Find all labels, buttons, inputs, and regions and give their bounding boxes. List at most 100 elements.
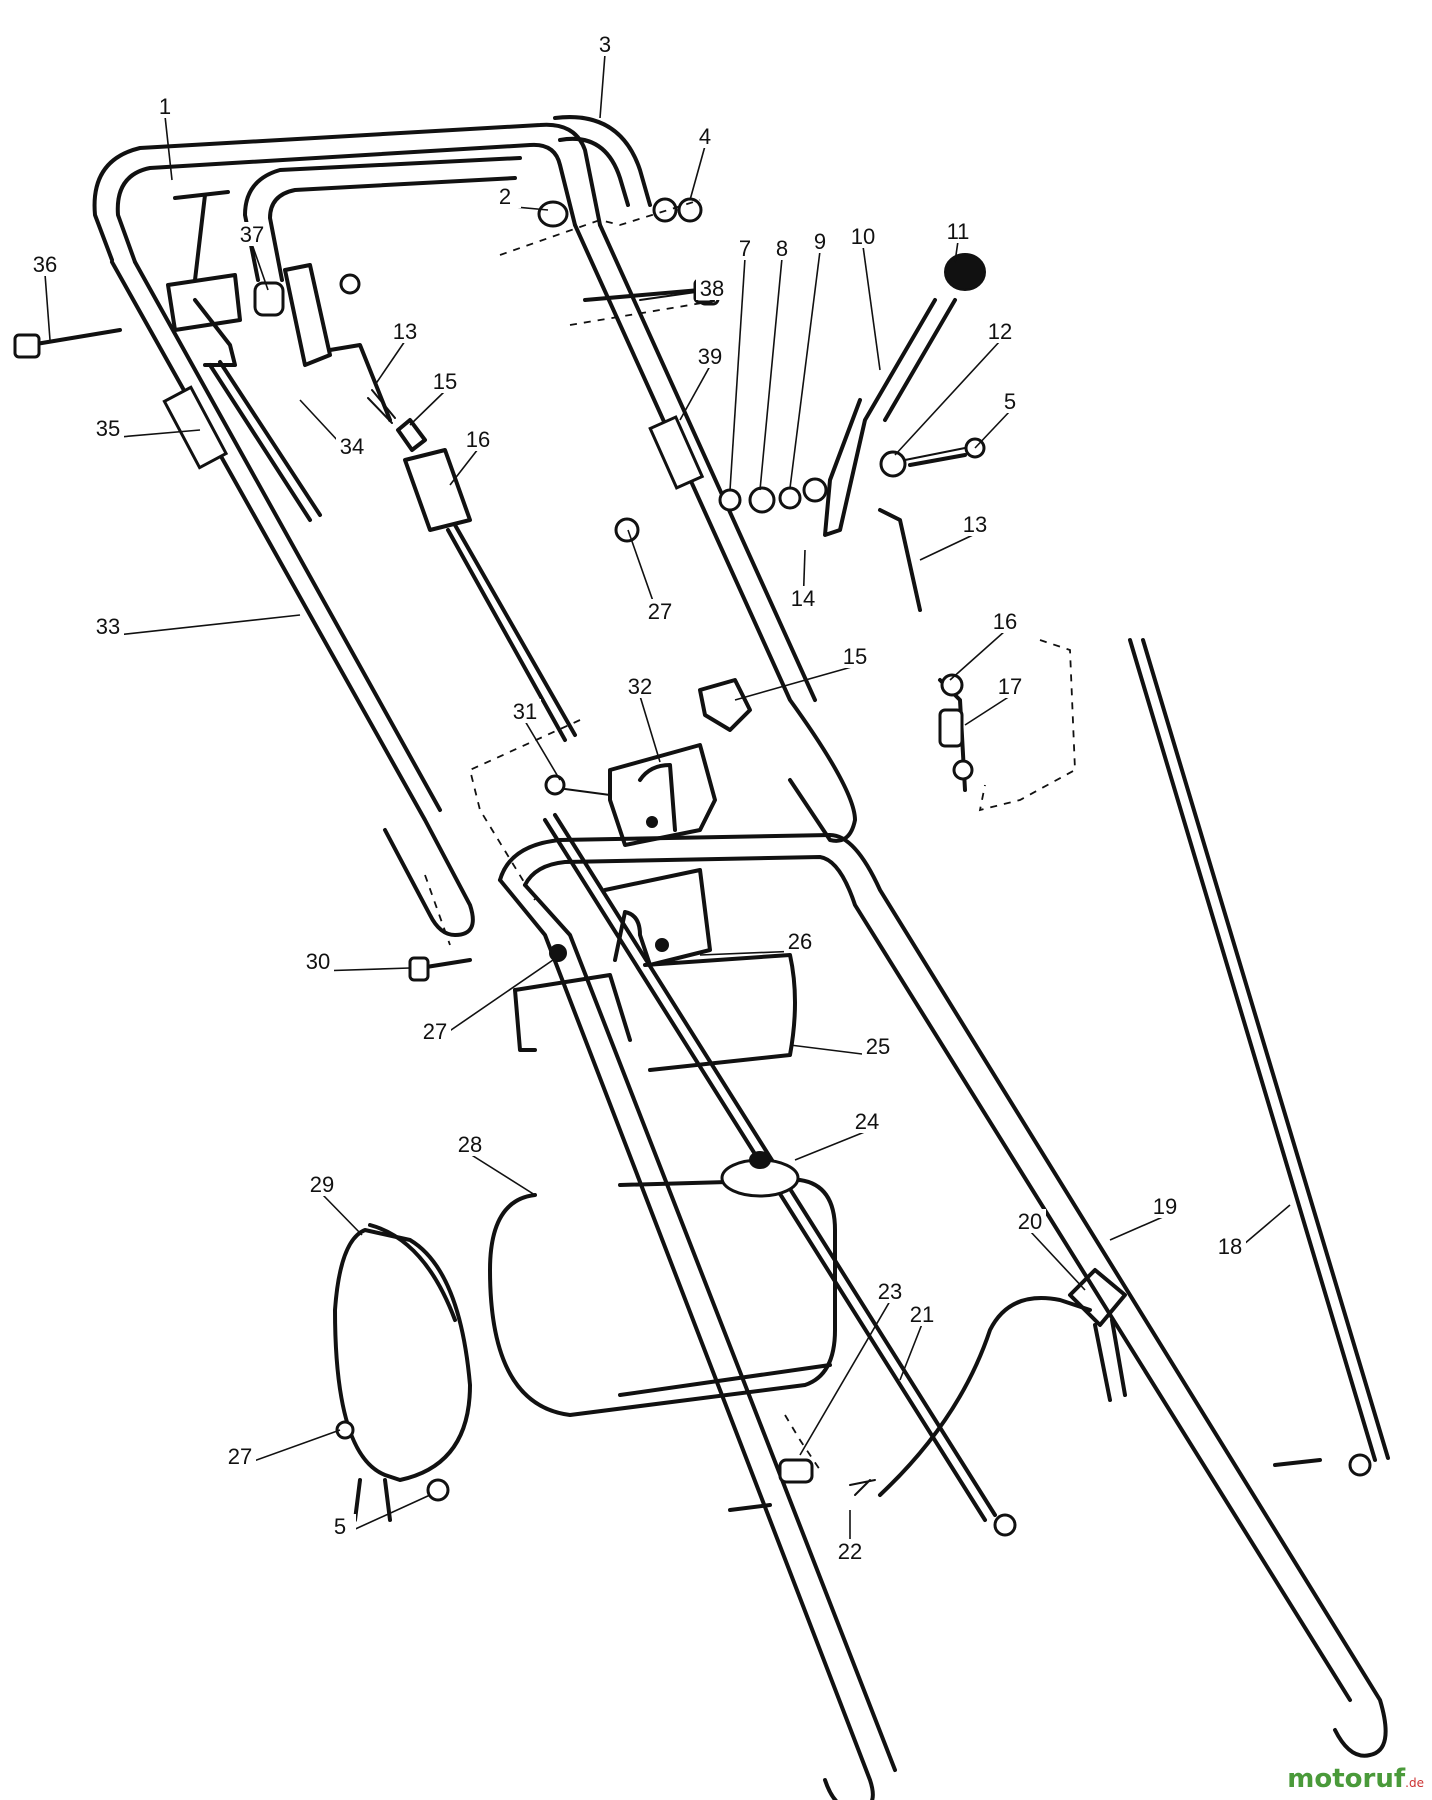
callout-bg-32 xyxy=(624,674,656,698)
callout-bg-15b xyxy=(839,644,871,668)
callout-14: 14 xyxy=(791,586,815,611)
leader-line-31 xyxy=(524,720,561,781)
callout-13b: 13 xyxy=(963,512,987,537)
callout-bg-1 xyxy=(149,94,181,118)
leader-line-4 xyxy=(689,145,706,201)
callout-13a: 13 xyxy=(393,319,417,344)
callout-16a: 16 xyxy=(466,427,490,452)
watermark: motoruf.de xyxy=(1287,1764,1424,1794)
callout-bg-29 xyxy=(306,1172,338,1196)
leader-line-23 xyxy=(799,1300,891,1456)
leader-line-12 xyxy=(894,340,1001,456)
leader-line-3 xyxy=(599,53,606,119)
callout-5a: 5 xyxy=(1004,389,1016,414)
lever-assembly xyxy=(537,197,986,792)
leader-line-16b xyxy=(949,630,1006,681)
leader-line-13b xyxy=(919,533,976,561)
callout-10: 10 xyxy=(851,224,875,249)
leader-line-36 xyxy=(44,273,51,341)
leader-line-16a xyxy=(449,448,479,486)
leader-line-15b xyxy=(734,665,856,701)
callout-bg-36 xyxy=(29,252,61,276)
leader-line-5a xyxy=(974,410,1011,449)
lower-mount xyxy=(513,868,797,1072)
callout-23: 23 xyxy=(878,1279,902,1304)
callout-bg-2 xyxy=(489,184,521,208)
callout-bg-15a xyxy=(429,369,461,393)
callout-8: 8 xyxy=(776,236,788,261)
callout-19: 19 xyxy=(1153,1194,1177,1219)
adjusting-knob xyxy=(698,678,752,732)
callout-bg-19 xyxy=(1149,1194,1181,1218)
leader-line-20 xyxy=(1029,1230,1086,1291)
fasteners xyxy=(13,278,986,982)
callout-7: 7 xyxy=(739,236,751,261)
leader-line-29 xyxy=(321,1193,363,1236)
callout-27c: 27 xyxy=(228,1444,252,1469)
callout-21: 21 xyxy=(910,1302,934,1327)
leader-line-21 xyxy=(899,1323,923,1381)
callout-11: 11 xyxy=(947,219,970,244)
watermark-brand: motoruf xyxy=(1287,1764,1406,1794)
left-handle-rail xyxy=(110,260,475,937)
callout-5b: 5 xyxy=(334,1514,346,1539)
leader-line-8 xyxy=(759,257,783,491)
callout-9: 9 xyxy=(814,229,826,254)
callout-bg-23 xyxy=(874,1279,906,1303)
callout-bg-18 xyxy=(1214,1234,1246,1258)
callout-2: 2 xyxy=(499,184,511,209)
callout-bg-27b xyxy=(419,1019,451,1043)
callout-bg-5b xyxy=(324,1514,356,1538)
callout-15b: 15 xyxy=(843,644,867,669)
callout-bg-30 xyxy=(302,949,334,973)
leader-line-7 xyxy=(729,257,746,491)
throttle-control xyxy=(166,190,322,522)
callout-39: 39 xyxy=(698,344,722,369)
callout-bg-33 xyxy=(92,614,124,638)
callout-33: 33 xyxy=(96,614,120,639)
tank-strap xyxy=(333,1223,472,1522)
callout-bg-24 xyxy=(851,1109,883,1133)
control-rod xyxy=(1128,638,1390,1477)
leader-line-24 xyxy=(794,1130,868,1161)
callout-bg-11 xyxy=(942,219,974,243)
leader-line-28 xyxy=(469,1153,536,1196)
callout-bg-26 xyxy=(784,929,816,953)
callout-bg-20 xyxy=(1014,1209,1046,1233)
callout-bg-13b xyxy=(959,512,991,536)
callout-35: 35 xyxy=(96,416,120,441)
callout-30: 30 xyxy=(306,949,330,974)
callout-38: 38 xyxy=(700,276,724,301)
callout-bg-5a xyxy=(994,389,1026,413)
callout-1: 1 xyxy=(159,94,171,119)
callout-bg-27a xyxy=(644,599,676,623)
callout-bg-37 xyxy=(236,222,268,246)
callout-bg-25 xyxy=(862,1034,894,1058)
upper-mount xyxy=(544,743,717,847)
callout-28: 28 xyxy=(458,1132,482,1157)
callout-bg-34 xyxy=(336,434,368,458)
callout-16b: 16 xyxy=(993,609,1017,634)
callout-29: 29 xyxy=(310,1172,334,1197)
leader-line-37 xyxy=(251,243,269,291)
callout-32: 32 xyxy=(628,674,652,699)
leader-line-27b xyxy=(434,959,554,1042)
callout-25: 25 xyxy=(866,1034,890,1059)
callout-31: 31 xyxy=(513,699,537,724)
callout-bg-13a xyxy=(389,319,421,343)
callout-bg-31 xyxy=(509,699,541,723)
leader-line-33 xyxy=(107,614,301,637)
leader-line-9 xyxy=(789,250,821,489)
callout-12: 12 xyxy=(988,319,1012,344)
callout-bg-9 xyxy=(804,229,836,253)
callout-15a: 15 xyxy=(433,369,457,394)
leader-line-1 xyxy=(164,115,173,181)
callout-bg-28 xyxy=(454,1132,486,1156)
callout-3: 3 xyxy=(599,32,611,57)
leader-line-26 xyxy=(699,950,801,956)
callout-bg-7 xyxy=(729,236,761,260)
callout-17: 17 xyxy=(998,674,1022,699)
callout-bg-17 xyxy=(994,674,1026,698)
leader-line-11 xyxy=(954,240,959,263)
